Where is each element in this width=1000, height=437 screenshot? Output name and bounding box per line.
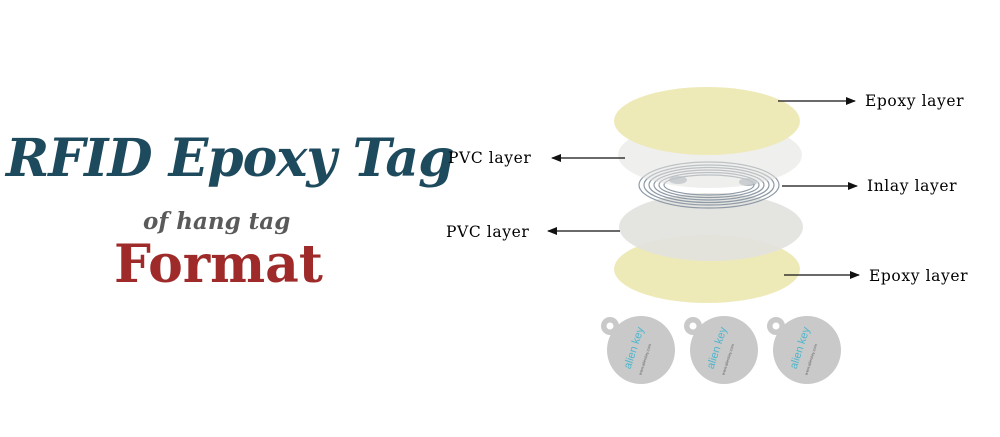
hang-tag-1: alien key www.alienkey.com xyxy=(601,316,675,384)
epoxy-top-layer xyxy=(614,87,800,155)
epoxy-top-label: Epoxy layer xyxy=(865,92,964,110)
format-title: Format xyxy=(114,234,323,295)
hang-tag-3: alien key www.alienkey.com xyxy=(767,316,841,384)
hang-tag-2: alien key www.alienkey.com xyxy=(684,316,758,384)
sub-title: of hang tag xyxy=(143,208,291,235)
hang-tag-body xyxy=(690,316,758,384)
main-title: RFID Epoxy Tag xyxy=(6,128,454,189)
pvc-bottom-layer xyxy=(619,193,803,261)
title-block: RFID Epoxy Tag of hang tag Format xyxy=(0,0,454,437)
hang-tag-body xyxy=(607,316,675,384)
epoxy-bottom-label: Epoxy layer xyxy=(869,267,968,285)
pvc-bottom-label: PVC layer xyxy=(446,223,529,241)
hang-tag-body xyxy=(773,316,841,384)
inlay-label: Inlay layer xyxy=(867,177,957,195)
pvc-top-label: PVC layer xyxy=(448,149,531,167)
